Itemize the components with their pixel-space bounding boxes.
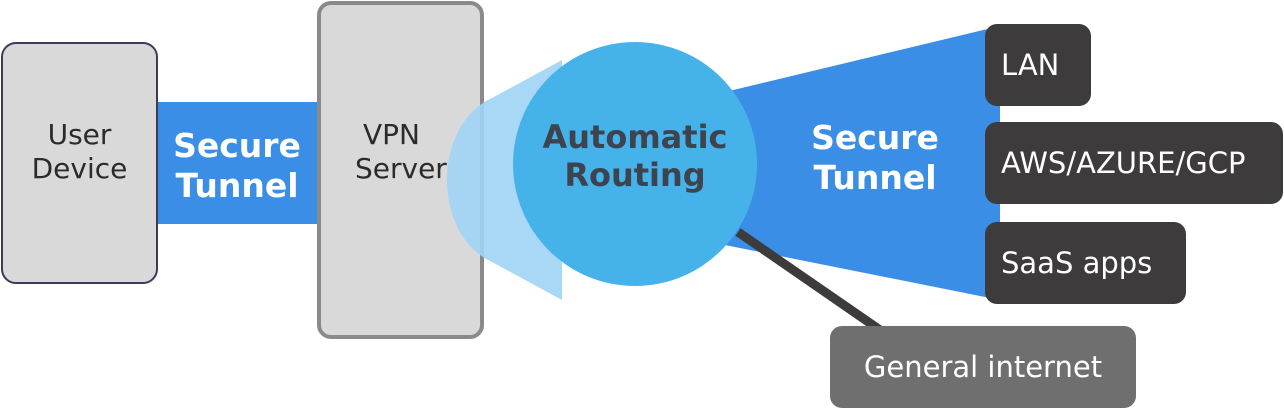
destination-saas: SaaS apps xyxy=(985,222,1186,304)
routing-circle xyxy=(513,42,757,286)
destination-lan: LAN xyxy=(985,24,1091,106)
right-tunnel-fan xyxy=(700,26,1000,300)
user-device-box xyxy=(1,42,158,284)
left-tunnel-band xyxy=(150,102,326,224)
general-internet-box: General internet xyxy=(830,326,1136,408)
destination-cloud: AWS/AZURE/GCP xyxy=(985,122,1283,204)
internet-connector xyxy=(735,228,883,334)
